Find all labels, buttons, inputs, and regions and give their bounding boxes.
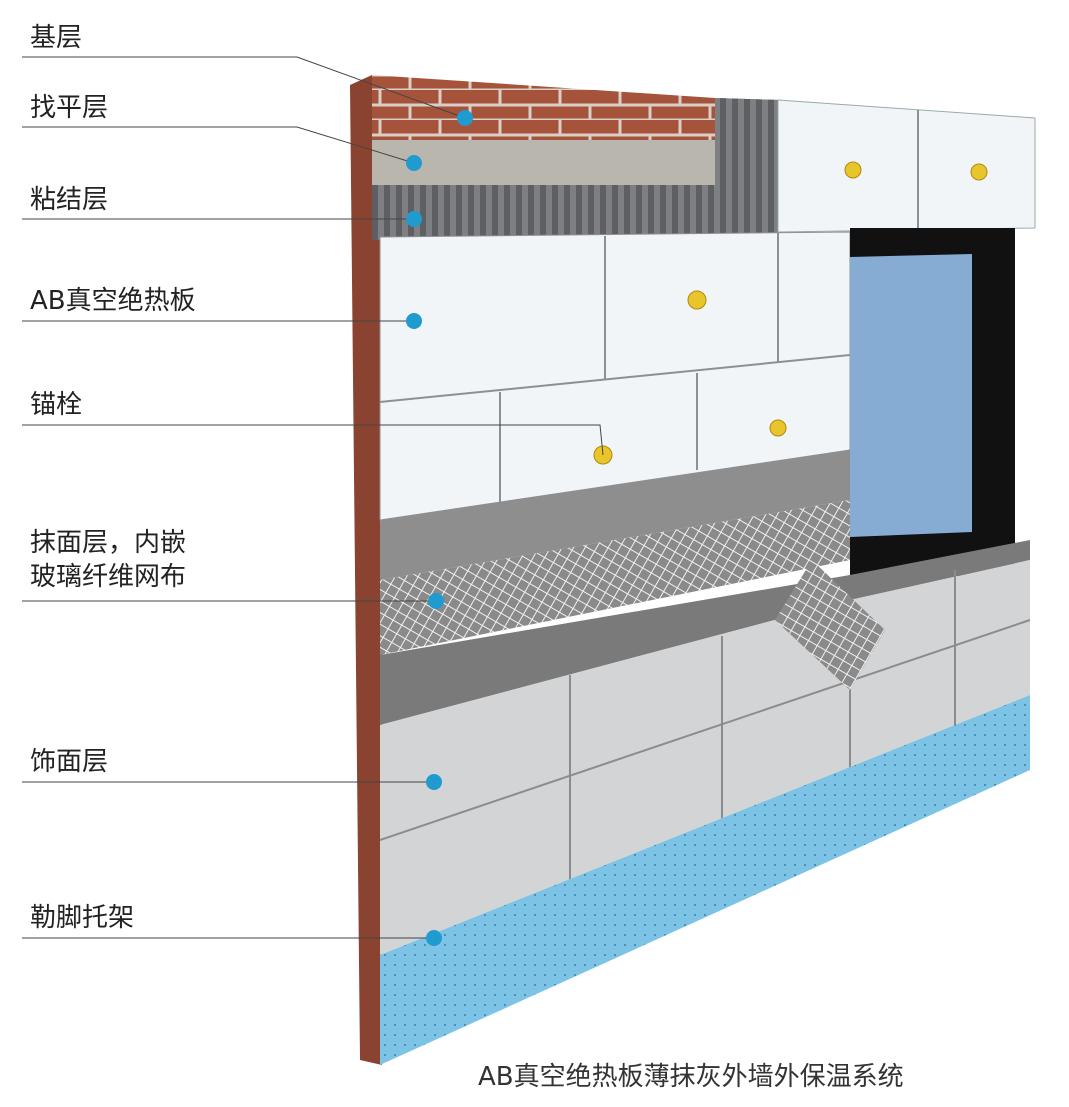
plinth-bracket xyxy=(380,695,1030,1065)
marker-leveling-layer xyxy=(406,155,422,171)
marker-render-layer xyxy=(428,593,444,609)
window-glass xyxy=(850,254,972,537)
marker-finish-layer xyxy=(426,774,442,790)
label-insulation-board: AB真空绝热板 xyxy=(30,286,196,316)
mesh-layer xyxy=(380,500,850,655)
label-plinth-bracket: 勒脚托架 xyxy=(30,903,135,933)
insulation-panels-top xyxy=(777,99,1036,233)
marker-insulation-board xyxy=(406,313,422,329)
adhesive-layer xyxy=(372,98,780,240)
label-render-layer-line1: 抹面层，内嵌 xyxy=(30,528,187,558)
render-top-coat xyxy=(380,540,1030,725)
marker-plinth-bracket xyxy=(426,930,442,946)
leveling-layer xyxy=(372,98,780,185)
mesh-patch xyxy=(775,560,885,690)
label-leveling-layer: 找平层 xyxy=(30,93,109,123)
brick-column xyxy=(350,75,382,1065)
brick-layer xyxy=(372,75,715,140)
leader-lines xyxy=(22,56,604,939)
label-base-layer: 基层 xyxy=(30,23,83,53)
adhesive-layer-upper xyxy=(715,98,780,235)
label-anchor: 锚栓 xyxy=(30,390,83,420)
label-adhesive-layer: 粘结层 xyxy=(30,185,109,215)
caption: AB真空绝热板薄抹灰外墙外保温系统 xyxy=(478,1062,904,1092)
label-render-layer-line2: 玻璃纤维网布 xyxy=(30,562,187,592)
anchor-icons xyxy=(593,161,988,465)
base-render xyxy=(380,450,850,580)
label-finish-layer: 饰面层 xyxy=(30,747,109,777)
marker-base-layer xyxy=(457,110,473,126)
marker-adhesive-layer xyxy=(406,211,422,227)
